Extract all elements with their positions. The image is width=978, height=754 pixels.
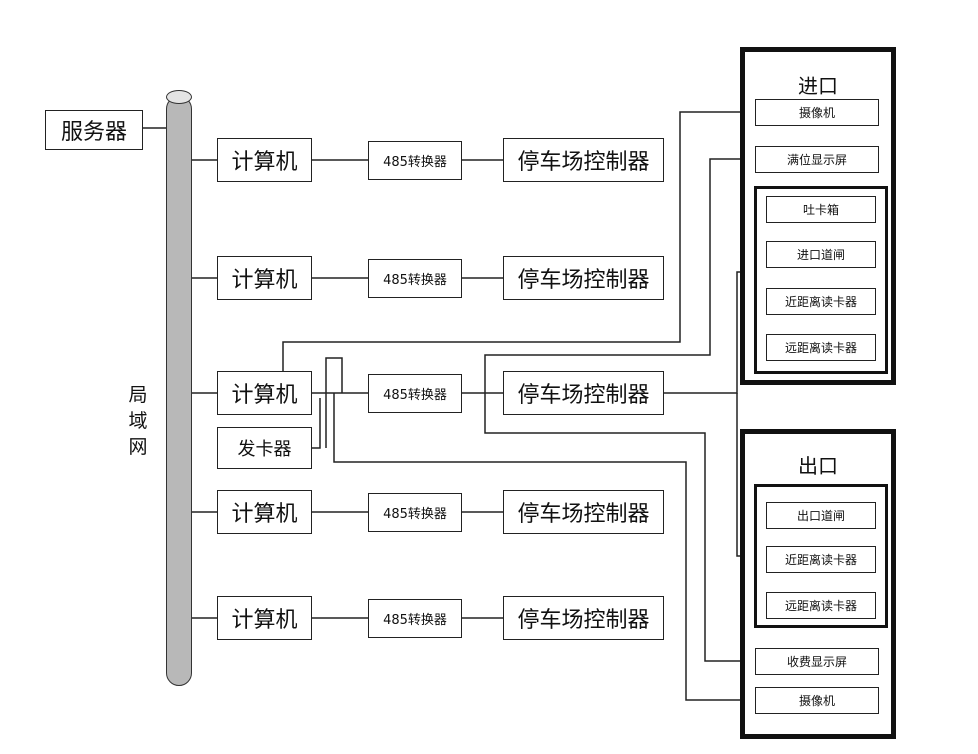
entrance-item-2: 进口道闸 [766, 241, 876, 268]
lan-char-1: 局 [128, 384, 148, 406]
exit-item-2: 近距离读卡器 [766, 546, 876, 573]
converter-box-4: 485转换器 [368, 493, 462, 532]
entrance-camera-label: 摄像机 [798, 106, 835, 120]
entrance-item-label-1: 吐卡箱 [802, 203, 839, 217]
converter-box-5: 485转换器 [368, 599, 462, 638]
exit-item-label-3: 远距离读卡器 [784, 599, 857, 613]
computer-box-4: 计算机 [217, 490, 312, 534]
entrance-title: 进口 [798, 74, 838, 98]
converter-label-3: 485转换器 [383, 388, 447, 403]
exit-display-box: 收费显示屏 [755, 648, 879, 675]
entrance-display-box: 满位显示屏 [755, 146, 879, 173]
lan-pipe [166, 96, 192, 686]
entrance-item-label-3: 近距离读卡器 [784, 295, 857, 309]
converter-box-3: 485转换器 [368, 374, 462, 413]
exit-camera-box: 摄像机 [755, 687, 879, 714]
entrance-item-4: 远距离读卡器 [766, 334, 876, 361]
computer-box-1: 计算机 [217, 138, 312, 182]
computer-box-2: 计算机 [217, 256, 312, 300]
exit-item-3: 远距离读卡器 [766, 592, 876, 619]
exit-camera-label: 摄像机 [798, 694, 835, 708]
computer-label-1: 计算机 [231, 150, 298, 175]
computer-label-4: 计算机 [231, 502, 298, 527]
controller-label-5: 停车场控制器 [517, 608, 650, 633]
converter-label-1: 485转换器 [383, 155, 447, 170]
converter-box-1: 485转换器 [368, 141, 462, 180]
wire-entrance-display [484, 158, 755, 393]
computer-box-5: 计算机 [217, 596, 312, 640]
wire-exit-display [484, 393, 755, 662]
card-issuer-box: 发卡器 [217, 427, 312, 469]
converter-box-2: 485转换器 [368, 259, 462, 298]
exit-display-label: 收费显示屏 [786, 655, 847, 669]
lan-label: 局 域 网 [126, 382, 150, 460]
exit-item-1: 出口道闸 [766, 502, 876, 529]
controller-label-2: 停车场控制器 [517, 268, 650, 293]
entrance-display-label: 满位显示屏 [786, 153, 847, 167]
converter-label-4: 485转换器 [383, 507, 447, 522]
wire-card-issuer-loop [325, 357, 343, 448]
exit-item-label-1: 出口道闸 [796, 509, 845, 523]
controller-label-4: 停车场控制器 [517, 502, 650, 527]
converter-label-2: 485转换器 [383, 273, 447, 288]
exit-title: 出口 [798, 454, 838, 478]
entrance-camera-box: 摄像机 [755, 99, 879, 126]
entrance-item-3: 近距离读卡器 [766, 288, 876, 315]
converter-label-5: 485转换器 [383, 613, 447, 628]
controller-box-1: 停车场控制器 [503, 138, 664, 182]
controller-label-3: 停车场控制器 [517, 383, 650, 408]
entrance-item-label-4: 远距离读卡器 [784, 341, 857, 355]
computer-box-3: 计算机 [217, 371, 312, 415]
computer-label-3: 计算机 [231, 383, 298, 408]
wire-computer-entrance-camera [282, 111, 755, 371]
lan-char-2: 域 [128, 410, 148, 432]
server-box: 服务器 [45, 110, 143, 150]
computer-label-5: 计算机 [231, 608, 298, 633]
server-label: 服务器 [60, 120, 127, 145]
computer-label-2: 计算机 [231, 268, 298, 293]
wire-card-issuer-computer [312, 398, 321, 449]
controller-box-2: 停车场控制器 [503, 256, 664, 300]
controller-box-4: 停车场控制器 [503, 490, 664, 534]
lan-char-3: 网 [128, 436, 148, 458]
controller-box-5: 停车场控制器 [503, 596, 664, 640]
controller-label-1: 停车场控制器 [517, 150, 650, 175]
wire-computer-exit-camera [333, 393, 755, 701]
card-issuer-label: 发卡器 [237, 439, 292, 460]
entrance-item-label-2: 进口道闸 [796, 248, 845, 262]
exit-item-label-2: 近距离读卡器 [784, 553, 857, 567]
entrance-item-1: 吐卡箱 [766, 196, 876, 223]
lan-pipe-top [166, 90, 192, 104]
controller-box-3: 停车场控制器 [503, 371, 664, 415]
